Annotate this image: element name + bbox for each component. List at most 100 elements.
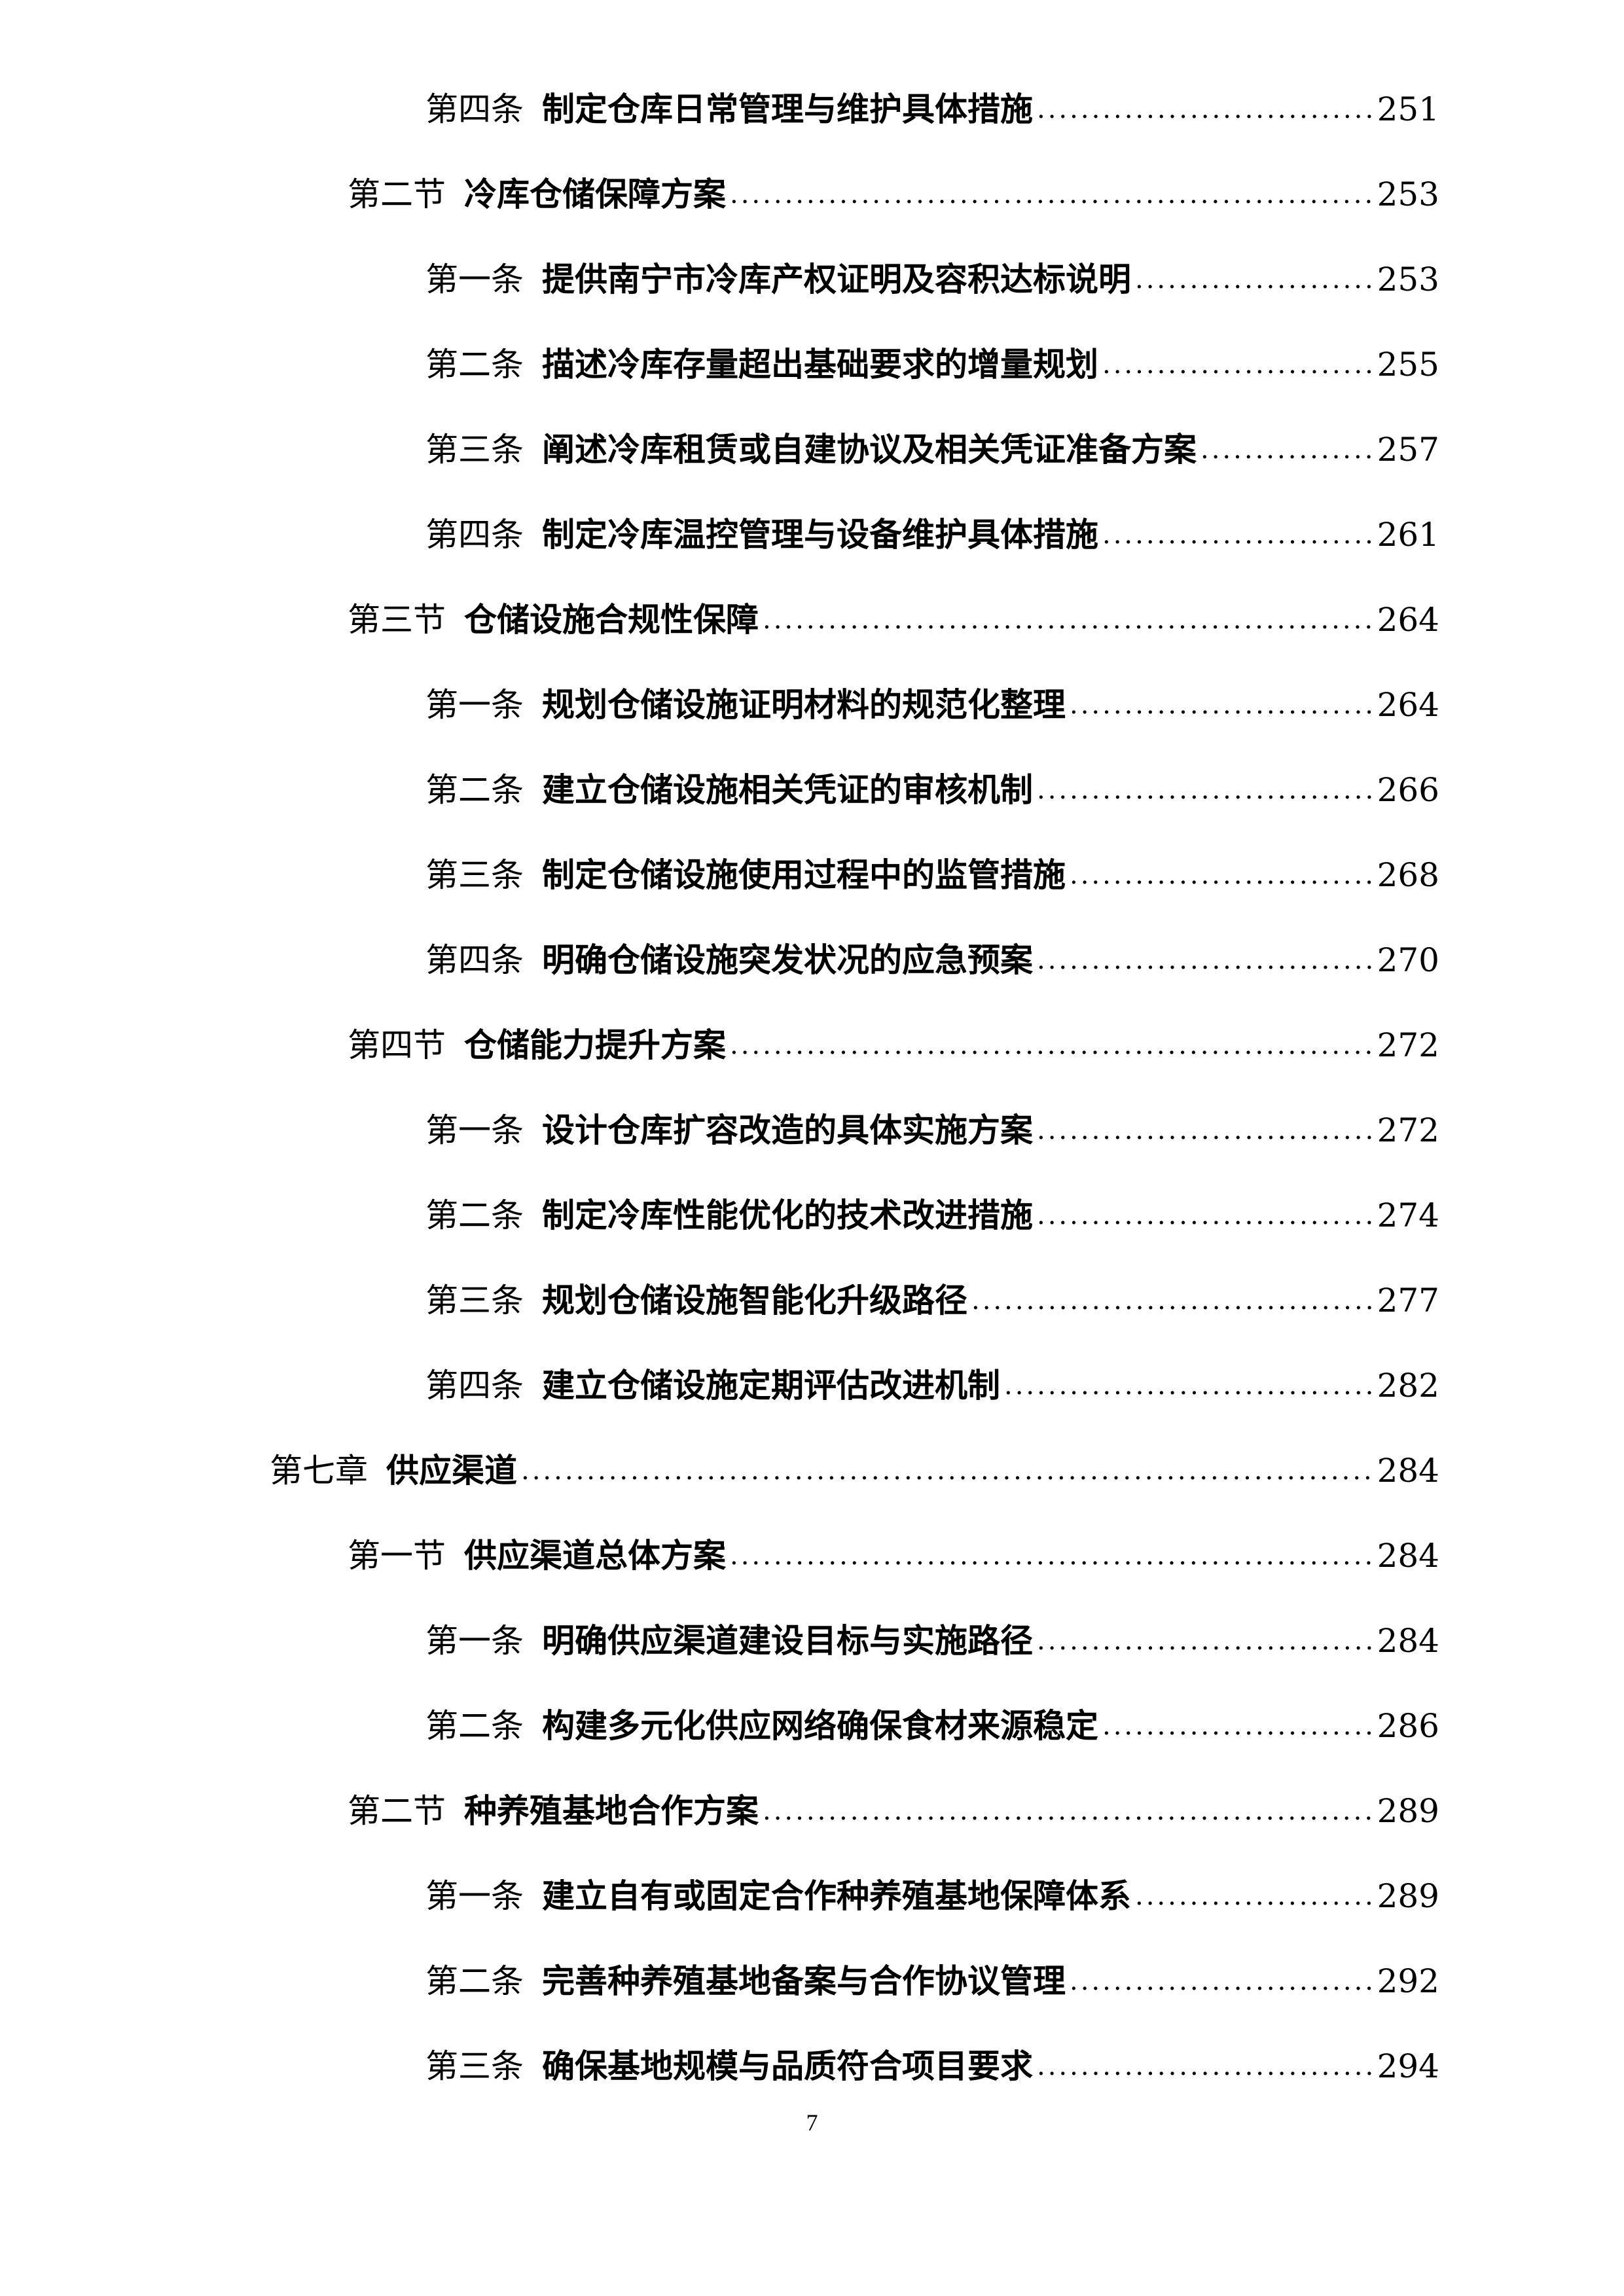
dot-leader — [1037, 1186, 1373, 1245]
toc-entry-page: 255 — [1377, 346, 1439, 384]
toc-entry-title: 仓储设施合规性保障 — [464, 601, 759, 639]
toc-entry-title: 建立仓储设施定期评估改进机制 — [542, 1367, 1000, 1405]
toc-entry-label: 第一条 — [425, 260, 524, 298]
toc-entry-title: 设计仓库扩容改造的具体实施方案 — [542, 1111, 1033, 1149]
toc-entry-title: 阐述冷库租赁或自建协议及相关凭证准备方案 — [542, 431, 1197, 469]
toc-entry[interactable]: 第四条 制定冷库温控管理与设备维护具体措施 261 — [425, 505, 1439, 564]
toc-entry[interactable]: 第二条 制定冷库性能优化的技术改进措施 274 — [425, 1186, 1439, 1245]
toc-entry-label: 第一条 — [425, 1877, 524, 1915]
toc-entry-page: 284 — [1377, 1452, 1439, 1490]
toc-entry-page: 272 — [1377, 1026, 1439, 1064]
toc-entry-page: 270 — [1377, 941, 1439, 979]
toc-entry-title: 制定冷库性能优化的技术改进措施 — [542, 1196, 1033, 1234]
toc-entry[interactable]: 第二节 种养殖基地合作方案 289 — [348, 1782, 1439, 1840]
toc-entry[interactable]: 第四节 仓储能力提升方案 272 — [348, 1016, 1439, 1075]
toc-entry-page: 284 — [1377, 1537, 1439, 1575]
toc-entry[interactable]: 第三条 制定仓储设施使用过程中的监管措施 268 — [425, 846, 1439, 905]
toc-entry[interactable]: 第二条 建立仓储设施相关凭证的审核机制 266 — [425, 761, 1439, 819]
toc-entry-page: 253 — [1377, 175, 1439, 213]
dot-leader — [730, 1526, 1373, 1585]
toc-entry[interactable]: 第三条 规划仓储设施智能化升级路径 277 — [425, 1271, 1439, 1330]
dot-leader — [1200, 420, 1373, 479]
toc-entry-title: 规划仓储设施证明材料的规范化整理 — [542, 686, 1066, 724]
toc-entry[interactable]: 第二节 冷库仓储保障方案 253 — [348, 165, 1439, 224]
toc-entry-label: 第二条 — [425, 346, 524, 384]
toc-entry[interactable]: 第四条 明确仓储设施突发状况的应急预案 270 — [425, 931, 1439, 990]
toc-entry-label: 第三条 — [425, 1282, 524, 1319]
page-number: 7 — [806, 2109, 818, 2136]
toc-entry-label: 第三条 — [425, 856, 524, 894]
toc-entry-label: 第一条 — [425, 1622, 524, 1660]
toc-entry-label: 第三节 — [348, 601, 446, 639]
toc-entry-title: 完善种养殖基地备案与合作协议管理 — [542, 1962, 1066, 2000]
toc-entry-page: 266 — [1377, 771, 1439, 809]
dot-leader — [521, 1441, 1373, 1500]
toc-entry[interactable]: 第一条 明确供应渠道建设目标与实施路径 284 — [425, 1611, 1439, 1670]
toc-entry[interactable]: 第一节 供应渠道总体方案 284 — [348, 1526, 1439, 1585]
dot-leader — [1070, 675, 1373, 734]
toc-entry[interactable]: 第七章 供应渠道 284 — [270, 1441, 1439, 1500]
dot-leader — [1037, 761, 1373, 819]
toc-entry-title: 明确供应渠道建设目标与实施路径 — [542, 1622, 1033, 1660]
toc-entry[interactable]: 第一条 规划仓储设施证明材料的规范化整理 264 — [425, 675, 1439, 734]
toc-entry-page: 284 — [1377, 1622, 1439, 1660]
toc-entry-page: 264 — [1377, 686, 1439, 724]
dot-leader — [1037, 2037, 1373, 2096]
toc-entry[interactable]: 第四条 制定仓库日常管理与维护具体措施 251 — [425, 80, 1439, 139]
dot-leader — [730, 1016, 1373, 1075]
toc-entry-title: 描述冷库存量超出基础要求的增量规划 — [542, 346, 1098, 384]
toc-entry-label: 第三条 — [425, 2047, 524, 2085]
toc-entry-page: 268 — [1377, 856, 1439, 894]
toc-entry-label: 第一条 — [425, 1111, 524, 1149]
toc-entry-label: 第四条 — [425, 941, 524, 979]
toc-entry-title: 制定冷库温控管理与设备维护具体措施 — [542, 516, 1098, 554]
toc-entry-title: 制定仓库日常管理与维护具体措施 — [542, 90, 1033, 128]
toc-entry-label: 第四条 — [425, 90, 524, 128]
toc-entry[interactable]: 第二条 构建多元化供应网络确保食材来源稳定 286 — [425, 1696, 1439, 1755]
toc-entry-page: 261 — [1377, 516, 1439, 554]
toc-entry-title: 规划仓储设施智能化升级路径 — [542, 1282, 967, 1319]
dot-leader — [1135, 1867, 1373, 1926]
toc-entry-page: 277 — [1377, 1282, 1439, 1319]
dot-leader — [1102, 1696, 1373, 1755]
toc-entry[interactable]: 第二条 描述冷库存量超出基础要求的增量规划 255 — [425, 335, 1439, 394]
dot-leader — [730, 165, 1373, 224]
toc-entry-page: 282 — [1377, 1367, 1439, 1405]
dot-leader — [1070, 846, 1373, 905]
dot-leader — [763, 1782, 1373, 1840]
toc-entry[interactable]: 第二条 完善种养殖基地备案与合作协议管理 292 — [425, 1952, 1439, 2011]
toc-entry-page: 251 — [1377, 90, 1439, 128]
toc-entry-title: 供应渠道总体方案 — [464, 1537, 726, 1575]
toc-entry-page: 272 — [1377, 1111, 1439, 1149]
toc-entry-title: 提供南宁市冷库产权证明及容积达标说明 — [542, 260, 1131, 298]
dot-leader — [763, 590, 1373, 649]
toc-entry-page: 292 — [1377, 1962, 1439, 2000]
toc-entry[interactable]: 第三条 阐述冷库租赁或自建协议及相关凭证准备方案 257 — [425, 420, 1439, 479]
toc-entry-title: 种养殖基地合作方案 — [464, 1792, 759, 1830]
toc-entry[interactable]: 第三条 确保基地规模与品质符合项目要求 294 — [425, 2037, 1439, 2096]
dot-leader — [1004, 1356, 1373, 1415]
toc-entry-label: 第一节 — [348, 1537, 446, 1575]
toc-entry-label: 第七章 — [270, 1452, 368, 1490]
toc-entry-label: 第四节 — [348, 1026, 446, 1064]
dot-leader — [1037, 80, 1373, 139]
toc-entry[interactable]: 第三节 仓储设施合规性保障 264 — [348, 590, 1439, 649]
toc-entry-label: 第二节 — [348, 1792, 446, 1830]
toc-entry-title: 制定仓储设施使用过程中的监管措施 — [542, 856, 1066, 894]
toc-entry[interactable]: 第一条 设计仓库扩容改造的具体实施方案 272 — [425, 1101, 1439, 1160]
toc-entry-title: 构建多元化供应网络确保食材来源稳定 — [542, 1707, 1098, 1745]
toc-entry-page: 274 — [1377, 1196, 1439, 1234]
toc-entry-title: 明确仓储设施突发状况的应急预案 — [542, 941, 1033, 979]
toc-entry-label: 第二条 — [425, 1707, 524, 1745]
toc-entry[interactable]: 第一条 提供南宁市冷库产权证明及容积达标说明 253 — [425, 250, 1439, 309]
toc-entry-page: 253 — [1377, 260, 1439, 298]
toc-entry-page: 286 — [1377, 1707, 1439, 1745]
dot-leader — [1102, 505, 1373, 564]
dot-leader — [1070, 1952, 1373, 2011]
toc-entry-page: 289 — [1377, 1792, 1439, 1830]
toc-entry[interactable]: 第四条 建立仓储设施定期评估改进机制 282 — [425, 1356, 1439, 1415]
toc-entry[interactable]: 第一条 建立自有或固定合作种养殖基地保障体系 289 — [425, 1867, 1439, 1926]
dot-leader — [1037, 1101, 1373, 1160]
toc-entry-label: 第二节 — [348, 175, 446, 213]
toc-entry-title: 仓储能力提升方案 — [464, 1026, 726, 1064]
